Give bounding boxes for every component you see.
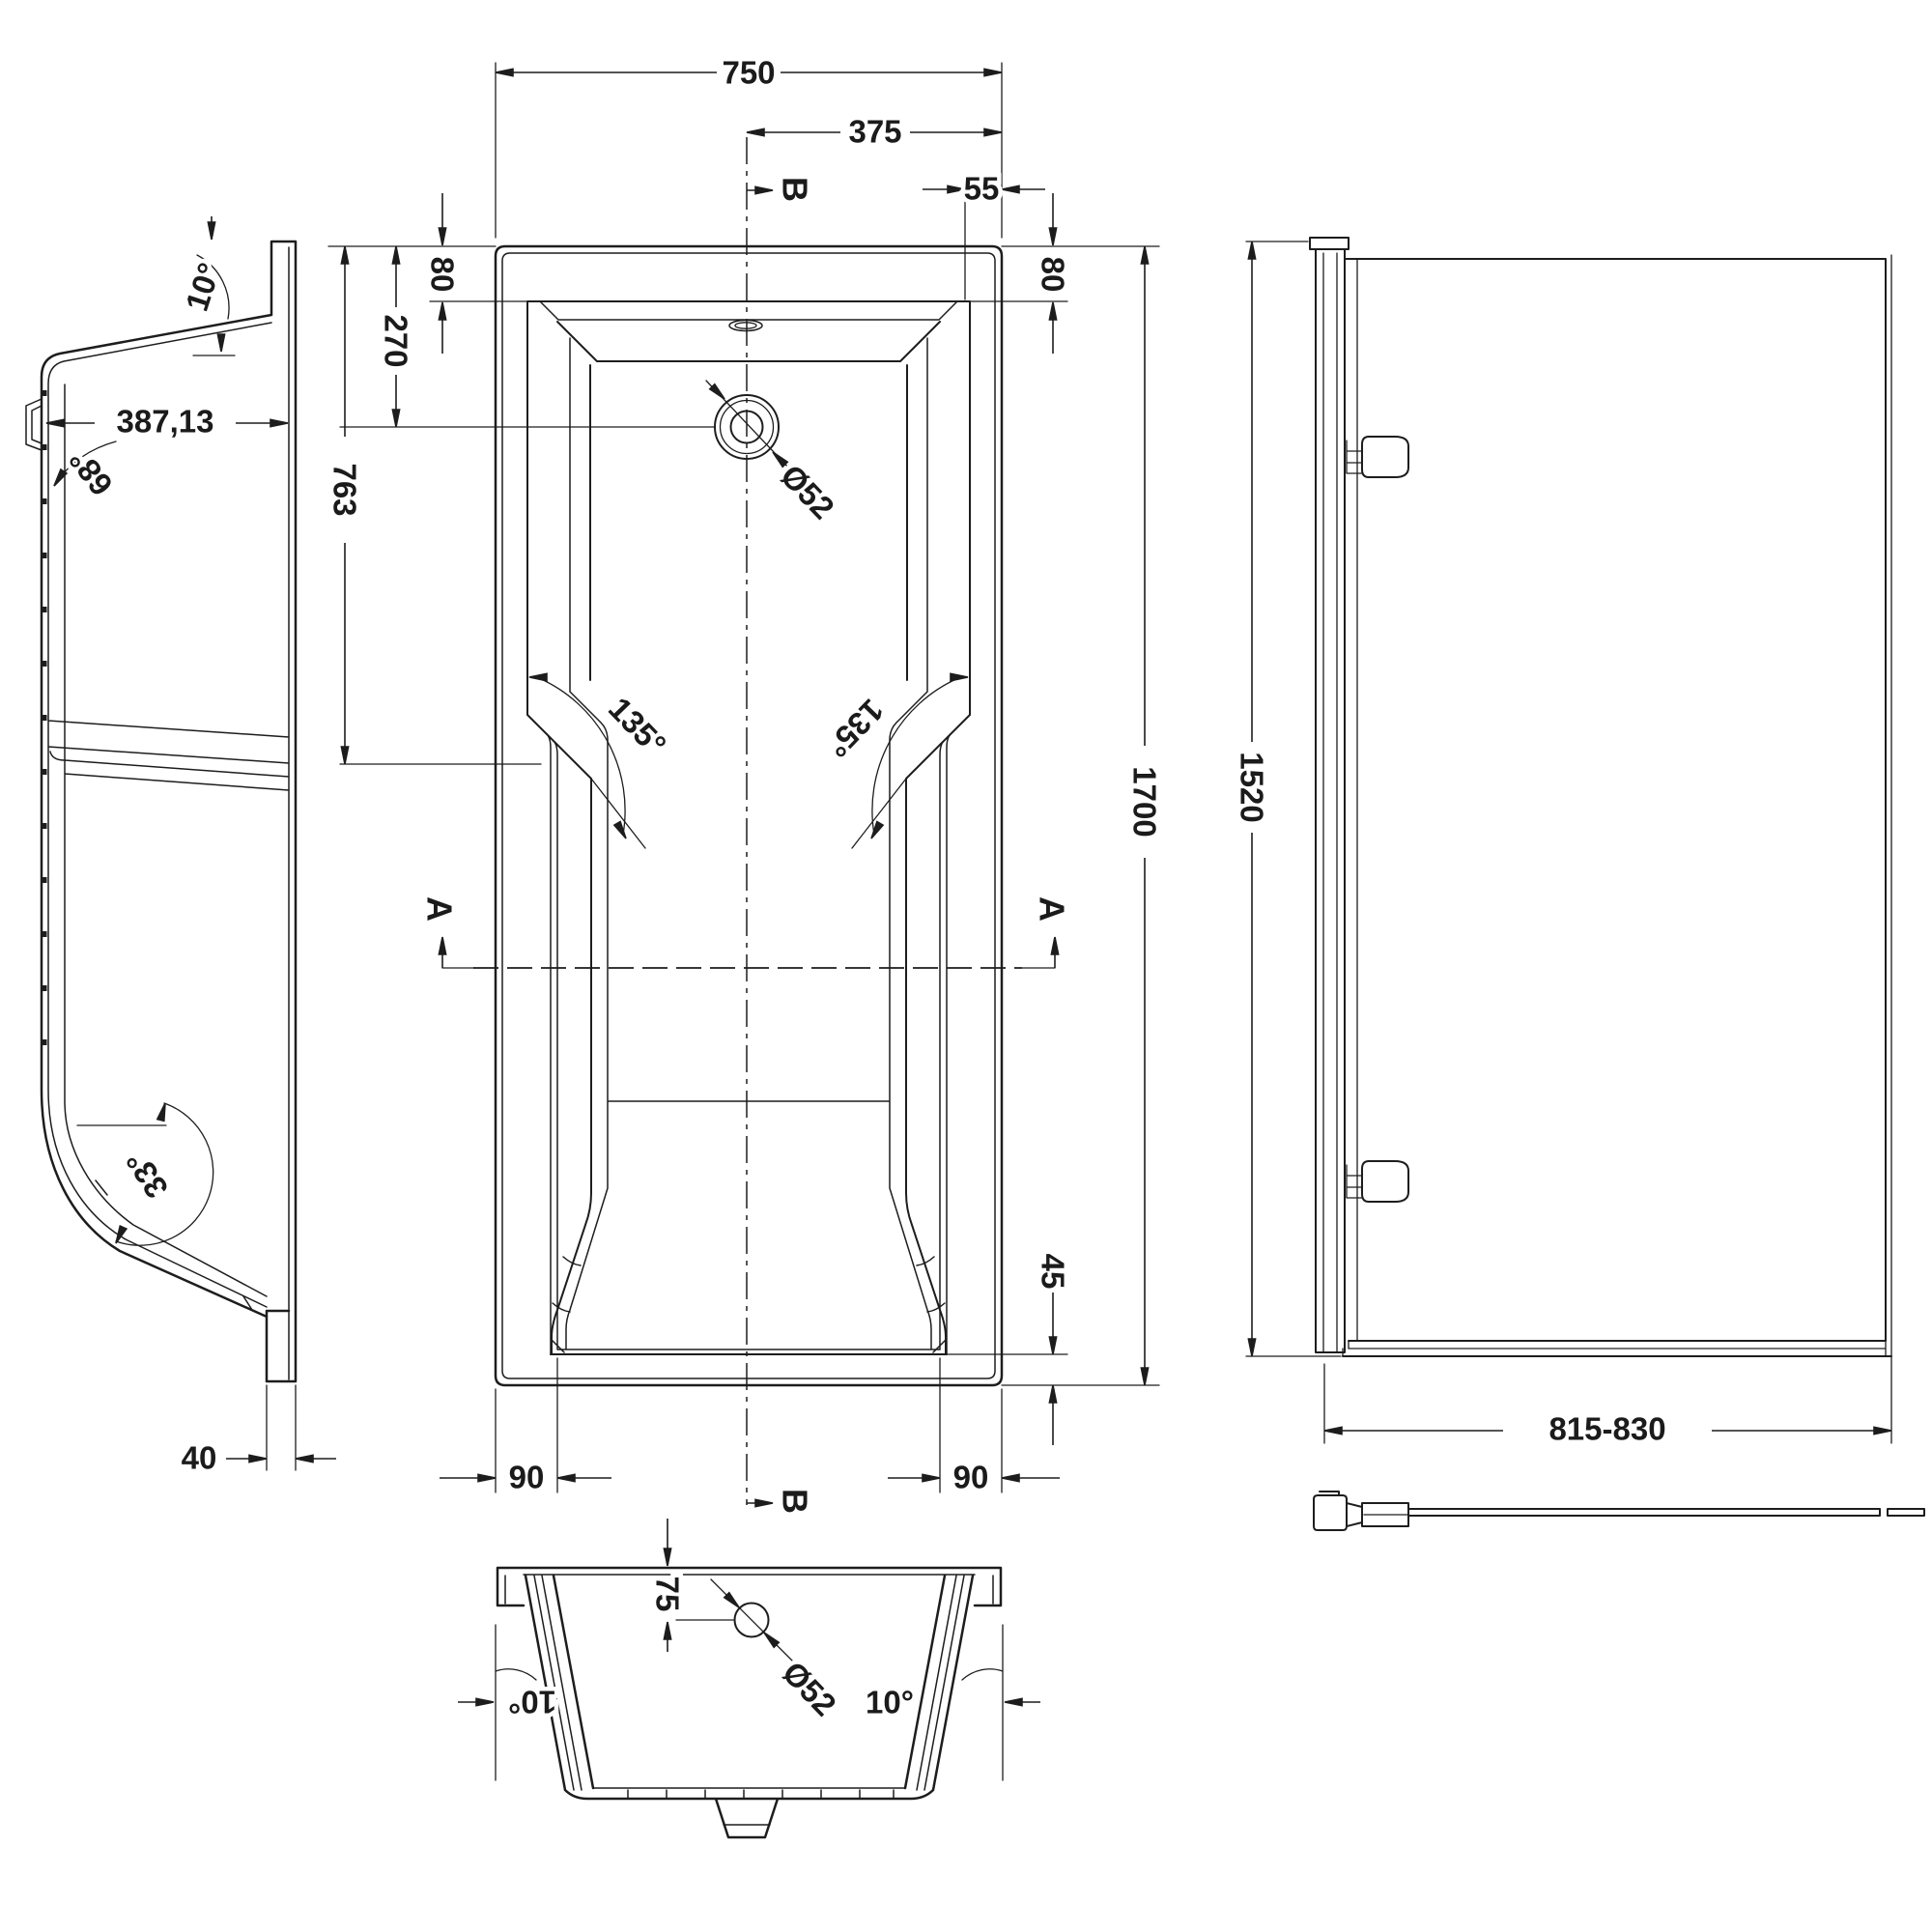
dim-seat-763: 763	[327, 463, 363, 516]
dim-drain-270: 270	[379, 314, 414, 367]
dim-drain-dia-section: Ø52	[776, 1655, 843, 1723]
screen-inner-lines	[1246, 242, 1891, 1443]
dim-length-1700: 1700	[1127, 766, 1163, 837]
side-profile-outline	[42, 242, 296, 1381]
section-marker-b-bottom: B	[776, 1489, 815, 1514]
side-profile-view: 387,13 10° 68° 33° 40	[26, 216, 336, 1480]
dim-angle-135-right: 135°	[819, 693, 891, 765]
section-reference-lines	[496, 1579, 1003, 1780]
screen-dim-lines	[1248, 242, 1891, 1435]
section-dim-lines	[458, 1519, 1040, 1706]
overflow-slot-inner	[735, 323, 756, 328]
plan-angle-arcs	[539, 678, 958, 835]
dim-wall-angle-68: 68°	[62, 442, 120, 502]
dim-wall-angle-10-left: 10°	[508, 1685, 556, 1720]
plan-secondary-lines	[533, 302, 964, 1354]
overflow-slot-outer	[729, 321, 762, 331]
section-marker-b-top: B	[776, 177, 815, 202]
screen-side-view: 1520 815-830	[1230, 238, 1892, 1451]
dim-offset-55: 55	[964, 171, 1000, 207]
dim-rim-45: 45	[1036, 1254, 1071, 1290]
dim-bottom-angle-33: 33°	[119, 1145, 175, 1205]
section-bb-view: 75 Ø52 10° 10°	[458, 1519, 1040, 1837]
screen-outline	[1310, 238, 1891, 1356]
screen-top-view	[1314, 1492, 1924, 1530]
screen-top-outline	[1314, 1492, 1924, 1530]
side-profile-annotation-curves	[56, 255, 296, 1470]
dim-rim-80-left: 80	[425, 257, 461, 293]
dim-screen-height-1520: 1520	[1235, 752, 1270, 822]
section-outline	[497, 1568, 1001, 1837]
plan-outer-rect	[496, 246, 1002, 1385]
dim-rim-80-right: 80	[1036, 257, 1071, 293]
section-marker-a-left: A	[420, 896, 460, 922]
dim-drain-depth-75: 75	[650, 1577, 686, 1612]
dim-top-angle-10: 10°	[179, 259, 228, 316]
dim-base-width-40: 40	[182, 1440, 217, 1476]
plan-view: 750 375 55 80 270 763 80 1700 45 90 90 1…	[323, 50, 1167, 1519]
section-drain-circle	[735, 1604, 769, 1637]
plan-outer-rect-inner	[502, 253, 995, 1378]
side-profile-inner-lines	[26, 247, 289, 1379]
dim-width-750: 750	[722, 55, 775, 91]
section-marker-a-right: A	[1033, 896, 1072, 922]
dim-depth-387: 387,13	[117, 404, 214, 440]
dim-foot-90-left: 90	[509, 1460, 545, 1495]
side-profile-dim-lines	[46, 216, 336, 1463]
dim-drain-dia-plan: Ø52	[774, 458, 841, 526]
dim-screen-width-815-830: 815-830	[1548, 1411, 1665, 1447]
plan-extension-lines	[328, 63, 1159, 1492]
section-inner-lines	[505, 1575, 993, 1825]
dim-foot-90-right: 90	[953, 1460, 989, 1495]
dim-wall-angle-10-right: 10°	[866, 1685, 914, 1720]
plan-dim-lines	[341, 69, 1148, 1506]
dim-half-width-375: 375	[848, 114, 901, 150]
